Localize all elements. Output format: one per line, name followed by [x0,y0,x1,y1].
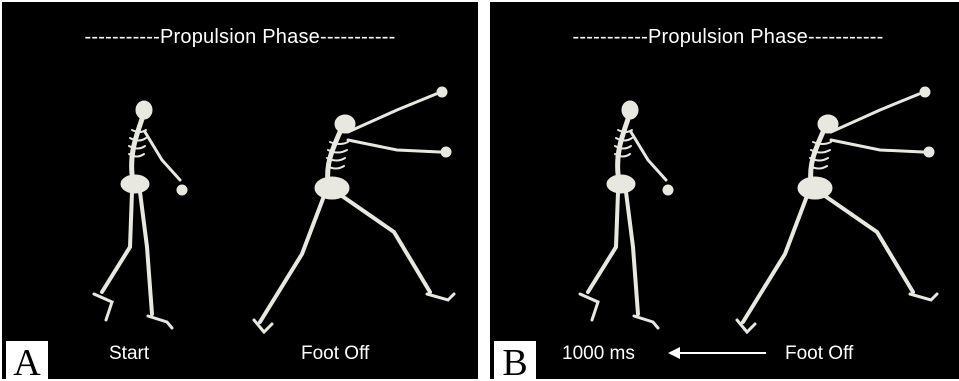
panel-b-caption-foot-off: Foot Off [785,343,853,365]
skeleton-1000ms [580,101,673,328]
skeleton-foot-off [254,87,454,332]
panel-b-caption-1000ms: 1000 ms [562,343,635,365]
skeleton-foot-off-b [737,87,937,332]
panel-a-caption-foot-off: Foot Off [301,343,369,365]
panel-a-caption-start: Start [109,343,149,365]
panel-b: -----------Propulsion Phase----------- [490,2,959,379]
panel-b-letter: B [494,341,536,379]
skeleton-start [94,101,187,328]
panel-a: -----------Propulsion Phase----------- [2,2,478,379]
panel-b-skeletons [490,2,959,379]
panel-a-skeletons [2,2,478,379]
left-arrow-icon [668,347,768,359]
panel-a-letter: A [6,341,48,379]
